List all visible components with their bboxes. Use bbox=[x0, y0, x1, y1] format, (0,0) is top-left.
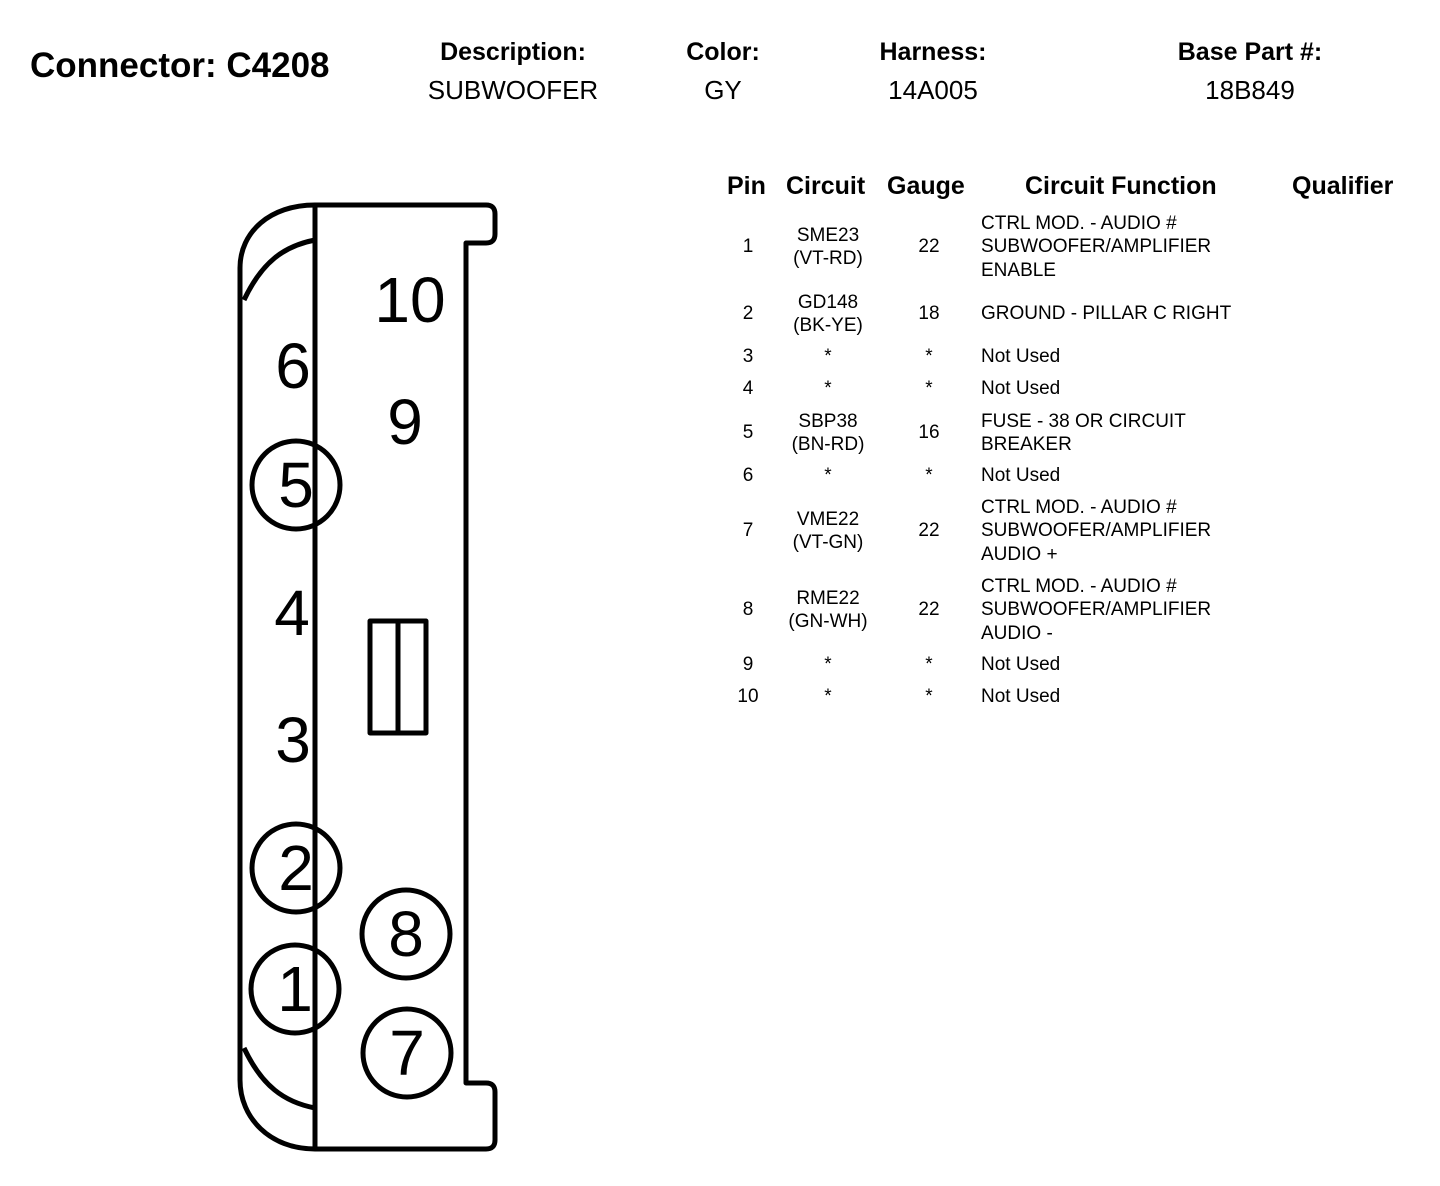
description-label: Description: bbox=[440, 38, 586, 66]
pin-2-circle bbox=[249, 821, 343, 915]
circuit-line: (VT-GN) bbox=[792, 532, 864, 553]
gauge-value: * bbox=[925, 686, 933, 708]
description-header: Description: SUBWOOFER bbox=[423, 36, 603, 108]
circuit-line: SBP38 bbox=[798, 410, 858, 432]
pin-number: 9 bbox=[742, 654, 754, 676]
col-header-pin: Pin bbox=[727, 172, 766, 200]
function-line: Not Used bbox=[981, 686, 1061, 708]
circuit-line: (BN-RD) bbox=[791, 434, 865, 455]
gauge-value: * bbox=[925, 378, 933, 400]
pin-5-circle bbox=[249, 438, 343, 532]
gauge-value: 22 bbox=[918, 236, 940, 258]
pin-label-9: 9 bbox=[387, 386, 423, 458]
gauge-value: * bbox=[925, 346, 933, 368]
harness-label: Harness: bbox=[879, 38, 987, 66]
circuit-line: * bbox=[824, 346, 832, 368]
circuit-line: * bbox=[824, 654, 832, 676]
connector-face-diagram: 1 2 3 4 5 6 7 8 9 10 bbox=[237, 202, 498, 1152]
gauge-value: 18 bbox=[918, 303, 940, 325]
color-label: Color: bbox=[686, 38, 760, 66]
gauge-value: 22 bbox=[918, 599, 940, 621]
function-line: CTRL MOD. - AUDIO # bbox=[981, 575, 1177, 597]
pin-number: 2 bbox=[742, 303, 754, 325]
function-line: ENABLE bbox=[981, 259, 1056, 281]
pin-number: 1 bbox=[742, 236, 754, 258]
pin-number: 6 bbox=[742, 465, 754, 487]
circuit-line: GD148 bbox=[797, 291, 859, 313]
pin-label-5: 5 bbox=[278, 449, 314, 521]
col-header-function: Circuit Function bbox=[1025, 172, 1217, 200]
function-line: SUBWOOFER/AMPLIFIER bbox=[981, 236, 1212, 258]
function-line: AUDIO + bbox=[981, 543, 1058, 565]
col-header-circuit: Circuit bbox=[786, 172, 866, 200]
function-line: SUBWOOFER/AMPLIFIER bbox=[981, 599, 1212, 621]
pin-label-4: 4 bbox=[274, 577, 310, 649]
circuit-line: RME22 bbox=[796, 587, 860, 609]
pin-label-3: 3 bbox=[275, 704, 311, 776]
circuit-line: * bbox=[824, 378, 832, 400]
function-line: SUBWOOFER/AMPLIFIER bbox=[981, 520, 1212, 542]
pin-1-circle bbox=[248, 942, 342, 1036]
gauge-value: * bbox=[925, 654, 933, 676]
pin-label-1: 1 bbox=[277, 953, 313, 1025]
function-line: BREAKER bbox=[981, 434, 1072, 455]
pin-label-2: 2 bbox=[278, 832, 314, 904]
color-header: Color: GY bbox=[663, 36, 783, 108]
bottom-curve-detail bbox=[241, 1046, 316, 1111]
col-header-qualifier: Qualifier bbox=[1292, 172, 1394, 200]
gauge-value: 22 bbox=[918, 520, 940, 542]
circuit-line: (VT-RD) bbox=[793, 248, 863, 269]
top-curve-detail bbox=[241, 237, 316, 302]
harness-header: Harness: 14A005 bbox=[853, 36, 1013, 108]
function-line: Not Used bbox=[981, 346, 1061, 368]
function-line: FUSE - 38 OR CIRCUIT bbox=[981, 410, 1186, 432]
function-line: Not Used bbox=[981, 378, 1061, 400]
function-line: Not Used bbox=[981, 465, 1061, 487]
color-value: GY bbox=[704, 75, 742, 105]
circuit-line: (GN-WH) bbox=[788, 611, 868, 632]
connector-body-outline bbox=[237, 202, 498, 1152]
base-part-header: Base Part #: 18B849 bbox=[1160, 36, 1340, 108]
pin-layer: 1 2 3 4 5 6 7 8 9 10 bbox=[248, 264, 454, 1100]
col-header-gauge: Gauge bbox=[887, 172, 965, 200]
circuit-line: VME22 bbox=[796, 508, 860, 530]
connector-title: Connector: C4208 bbox=[30, 46, 330, 85]
pin-label-10: 10 bbox=[374, 264, 445, 336]
circuit-line: (BK-YE) bbox=[793, 315, 863, 336]
function-line: CTRL MOD. - AUDIO # bbox=[981, 212, 1177, 234]
function-line: CTRL MOD. - AUDIO # bbox=[981, 496, 1177, 518]
pin-label-8: 8 bbox=[388, 898, 424, 970]
circuit-line: * bbox=[824, 686, 832, 708]
function-line: AUDIO - bbox=[981, 622, 1053, 644]
pin-number: 10 bbox=[737, 686, 759, 708]
pin-number: 8 bbox=[742, 599, 754, 621]
function-line: GROUND - PILLAR C RIGHT bbox=[981, 303, 1232, 325]
pin-number: 5 bbox=[742, 422, 754, 444]
harness-value: 14A005 bbox=[888, 75, 978, 105]
circuit-line: * bbox=[824, 465, 832, 487]
base-part-value: 18B849 bbox=[1205, 75, 1295, 105]
gauge-value: * bbox=[925, 465, 933, 487]
description-value: SUBWOOFER bbox=[427, 75, 599, 105]
pin-label-6: 6 bbox=[275, 330, 311, 402]
pin-number: 4 bbox=[742, 378, 754, 400]
base-part-label: Base Part #: bbox=[1177, 38, 1323, 66]
pin-number: 3 bbox=[742, 346, 754, 368]
pin-8-circle bbox=[359, 887, 453, 981]
pin-number: 7 bbox=[742, 520, 754, 542]
pin-label-7: 7 bbox=[389, 1017, 425, 1089]
function-line: Not Used bbox=[981, 654, 1061, 676]
gauge-value: 16 bbox=[918, 422, 940, 444]
circuit-line: SME23 bbox=[796, 224, 860, 246]
pin-7-circle bbox=[360, 1006, 454, 1100]
